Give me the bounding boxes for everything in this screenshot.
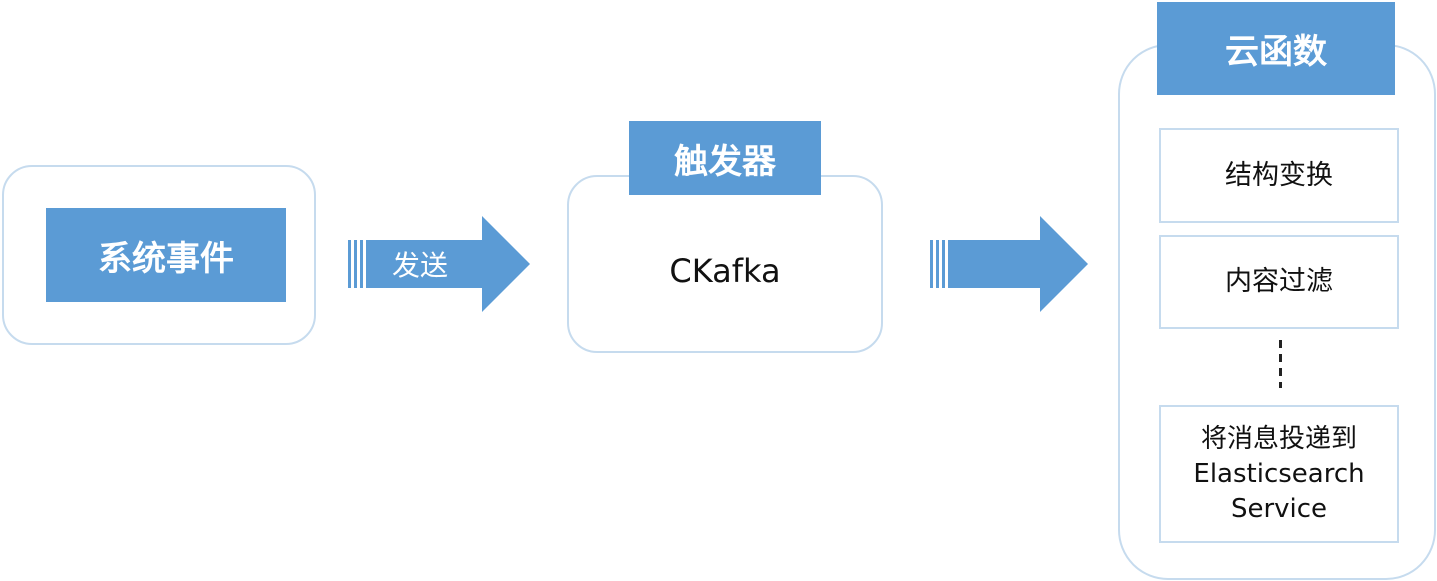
send-arrow-label: 发送 xyxy=(391,249,448,282)
step-deliver-to-elasticsearch: 将消息投递到 Elasticsearch Service xyxy=(1159,405,1399,543)
step-content-filter: 内容过滤 xyxy=(1159,235,1399,329)
system-event-label: 系统事件 xyxy=(46,208,286,302)
forward-arrow-icon xyxy=(930,216,1088,312)
step-structure-transform: 结构变换 xyxy=(1159,128,1399,223)
trigger-content: CKafka xyxy=(669,252,781,290)
ellipsis-connector xyxy=(1279,340,1282,388)
send-arrow-icon xyxy=(348,216,530,312)
trigger-title: 触发器 xyxy=(629,121,821,195)
cloud-function-title: 云函数 xyxy=(1157,2,1395,95)
